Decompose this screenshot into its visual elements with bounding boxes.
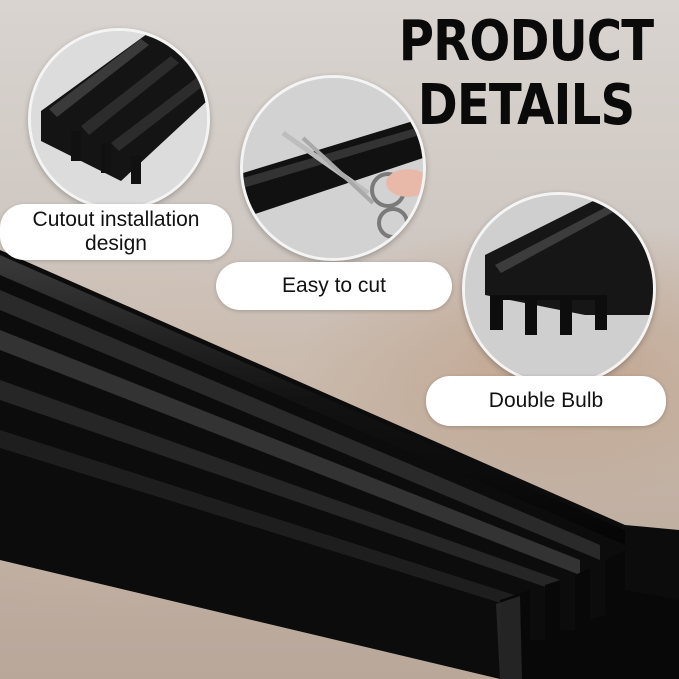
cutout-detail-image	[28, 28, 210, 210]
title-line-1: PRODUCT	[398, 9, 654, 74]
title-line-2: DETAILS	[417, 73, 635, 138]
feature-label-easy-cut: Easy to cut	[216, 262, 452, 310]
page-title: PRODUCT DETAILS	[397, 10, 655, 138]
feature-label-double-bulb: Double Bulb	[426, 376, 666, 426]
double-bulb-profile-image	[462, 192, 656, 386]
scissors-cut-image	[240, 75, 426, 261]
feature-label-cutout: Cutout installation design	[0, 204, 232, 260]
